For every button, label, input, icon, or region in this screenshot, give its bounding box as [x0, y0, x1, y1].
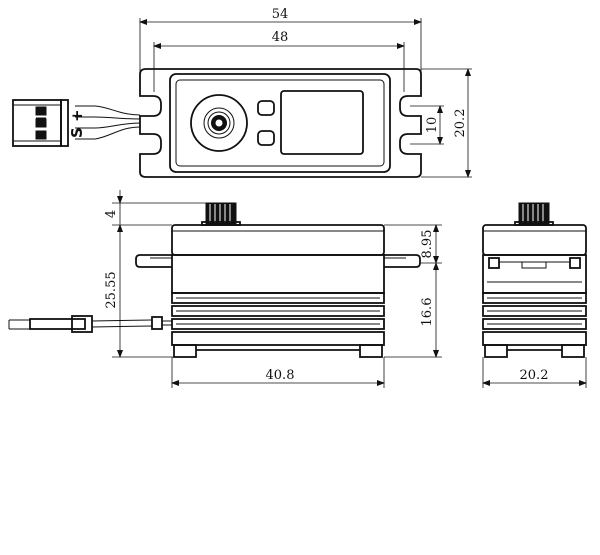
dim-label-8-95: 8.95 [420, 230, 435, 259]
top-button-lower [257, 130, 275, 146]
side-left-foot [173, 344, 197, 358]
side-cooling-fins [171, 292, 385, 346]
top-flange-outline [139, 68, 422, 178]
dim-label-48: 48 [272, 30, 289, 45]
top-wires [75, 105, 141, 140]
top-view: 54 48 10 20.2 [12, 7, 472, 178]
side-upper-case [171, 224, 385, 256]
top-label-window [280, 90, 364, 155]
end-right-foot [561, 344, 585, 358]
side-right-foot [359, 344, 383, 358]
side-cable [8, 315, 172, 333]
side-left-flange [135, 254, 172, 268]
top-connector: S + [12, 99, 86, 147]
top-case-inner [175, 79, 385, 167]
top-button-upper [257, 100, 275, 116]
dim-label-10: 10 [425, 117, 440, 134]
end-view: 20.2 [482, 202, 587, 388]
dim-label-40-8: 40.8 [266, 368, 295, 383]
end-upper-case [482, 224, 587, 256]
side-middle-case [171, 254, 385, 294]
side-spline [201, 202, 241, 226]
side-right-flange [384, 254, 421, 268]
connector-signal-mark: S [68, 127, 86, 138]
dim-label-25-55: 25.55 [104, 271, 119, 308]
dim-label-16-6: 16.6 [420, 298, 435, 327]
connector-plus-mark: + [68, 109, 86, 122]
output-shaft-ring [203, 107, 235, 139]
end-cooling-fins [482, 292, 587, 346]
dim-label-20-2-top: 20.2 [453, 109, 468, 138]
side-view: 4 25.55 8.95 16.6 40.8 [8, 190, 442, 388]
dim-label-20-2-end: 20.2 [520, 368, 549, 383]
output-shaft-outer [190, 94, 248, 152]
end-left-foot [484, 344, 508, 358]
top-case-outline [169, 73, 391, 173]
dim-label-4: 4 [104, 210, 119, 218]
end-spline [514, 202, 554, 226]
dim-label-54: 54 [272, 7, 289, 22]
